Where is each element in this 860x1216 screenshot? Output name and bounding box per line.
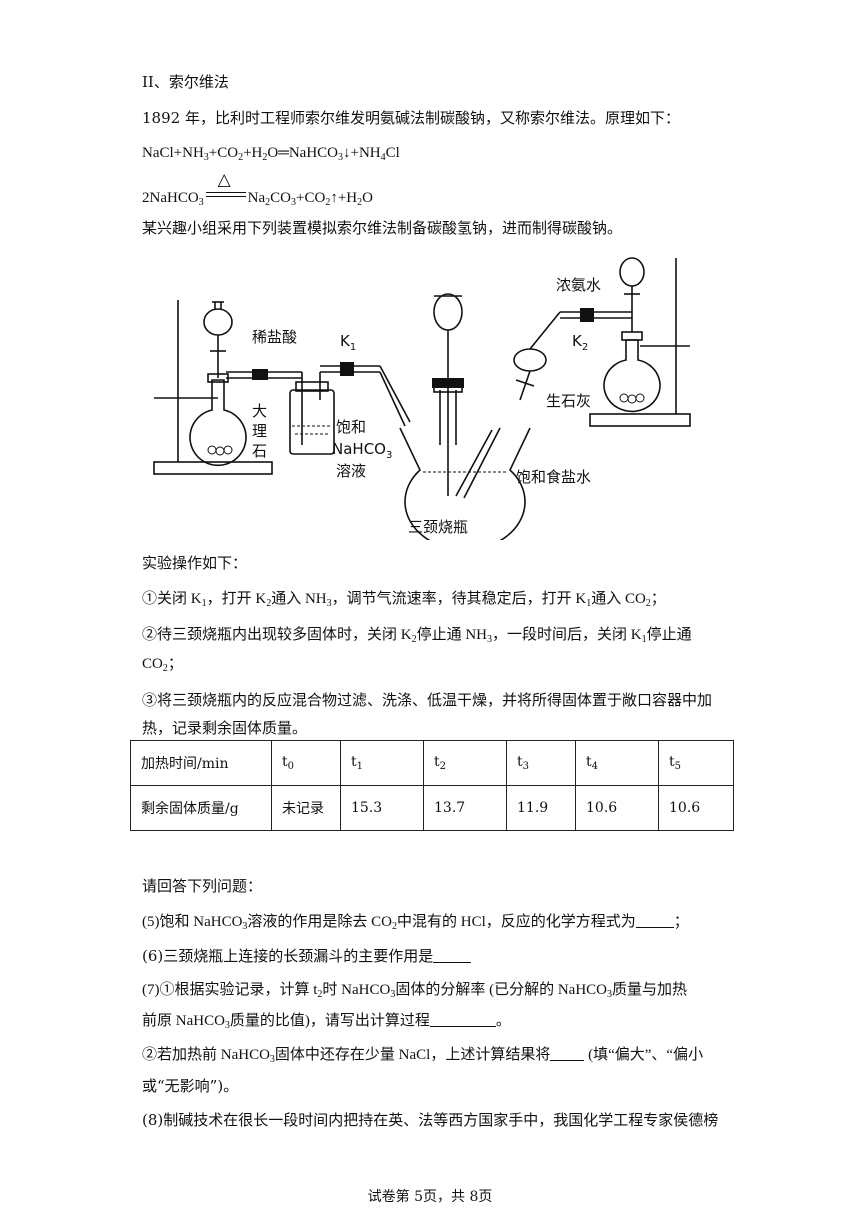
answer-blank[interactable] <box>429 1012 496 1027</box>
k1-clamp <box>340 362 354 376</box>
left-flask <box>189 379 247 467</box>
operation-3-cont: 热，记录剩余固体质量。 <box>142 719 308 737</box>
label-marble-1: 大 <box>252 402 267 420</box>
right-stand-base <box>589 413 691 427</box>
label-dilute-hcl: 稀盐酸 <box>252 328 297 346</box>
table-cell: t4 <box>575 740 659 786</box>
question-5: (5)饱和 NaHCO3溶液的作用是除去 CO2中混有的 HCl，反应的化学方程… <box>142 913 689 932</box>
table-cell: t5 <box>658 740 734 786</box>
question-6: (6)三颈烧瓶上连接的长颈漏斗的主要作用是 <box>142 946 472 966</box>
operation-3: ③将三颈烧瓶内的反应混合物过滤、洗涤、低温干燥，并将所得固体置于敞口容器中加 <box>142 691 713 709</box>
table-header-cell: 剩余固体质量/g <box>130 785 272 831</box>
question-7b: 前原 NaHCO3质量的比值)，请写出计算过程。 <box>142 1012 511 1031</box>
long-neck-funnel <box>433 293 463 331</box>
table-cell: t0 <box>271 740 341 786</box>
marble-pieces <box>207 445 217 455</box>
answer-blank[interactable] <box>550 1046 585 1061</box>
label-conc-ammonia: 浓氨水 <box>556 276 601 294</box>
left-sep-funnel <box>203 308 233 336</box>
heat-condition: △ <box>217 170 231 189</box>
label-nahco3: NaHCO3 <box>332 440 392 461</box>
question-8: (8)制碱技术在很长一段时间内把持在英、法等西方国家手中，我国化学工程专家侯德榜 <box>142 1111 719 1129</box>
question-7c: ②若加热前 NaHCO3固体中还存在少量 NaCl，上述计算结果将 (填“偏大”… <box>142 1046 704 1065</box>
table-cell: t2 <box>423 740 507 786</box>
answer-blank[interactable] <box>635 913 674 928</box>
group-text: 某兴趣小组采用下列装置模拟索尔维法制备碳酸氢钠，进而制得碳酸钠。 <box>142 219 623 237</box>
operation-1: ①关闭 K1，打开 K2通入 NH3，调节气流速率，待其稳定后，打开 K1通入 … <box>142 591 666 609</box>
table-cell: t3 <box>506 740 576 786</box>
wash-bottle <box>289 389 335 455</box>
tube-clamp-left <box>252 369 268 380</box>
label-solution: 溶液 <box>336 462 366 480</box>
label-three-neck: 三颈烧瓶 <box>408 518 468 536</box>
ammonia-funnel <box>619 257 645 287</box>
table-cell: 15.3 <box>340 785 424 831</box>
label-marble-3: 石 <box>252 442 267 460</box>
table-row: 剩余固体质量/g 未记录 15.3 13.7 11.9 10.6 10.6 <box>130 785 734 831</box>
questions-title: 请回答下列问题： <box>142 877 263 895</box>
label-saturated: 饱和 <box>336 418 366 436</box>
label-k2: K2 <box>572 332 588 353</box>
section-title: II、索尔维法 <box>142 73 229 91</box>
right-flask <box>603 339 661 413</box>
label-brine: 饱和食盐水 <box>516 468 591 486</box>
label-quicklime: 生石灰 <box>546 392 591 410</box>
operation-2: ②待三颈烧瓶内出现较多固体时，关闭 K2停止通 NH3，一段时间后，关闭 K1停… <box>142 627 692 645</box>
table-header-cell: 加热时间/min <box>130 740 272 786</box>
quicklime-pieces <box>619 393 629 403</box>
apparatus-diagram: 稀盐酸 大 理 石 K1 饱和 NaHCO3 溶液 三颈烧瓶 饱和食盐水 浓氨水… <box>153 257 691 540</box>
question-7a: (7)①根据实验记录，计算 t2时 NaHCO3固体的分解率 (已分解的 NaH… <box>142 982 688 1000</box>
label-marble-2: 理 <box>252 422 267 440</box>
table-row: 加热时间/min t0 t1 t2 t3 t4 t5 <box>130 740 734 786</box>
equation-1: NaCl+NH3+CO2+H2O═NaHCO3↓+NH4Cl <box>142 145 400 163</box>
ops-title: 实验操作如下： <box>142 554 248 572</box>
data-table: 加热时间/min t0 t1 t2 t3 t4 t5 剩余固体质量/g 未记录 … <box>130 740 734 831</box>
left-stand-base <box>153 461 273 475</box>
intro-text: 1892 年，比利时工程师索尔维发明氨碱法制碳酸钠，又称索尔维法。原理如下： <box>142 109 680 127</box>
table-cell: 11.9 <box>506 785 576 831</box>
table-cell: t1 <box>340 740 424 786</box>
k2-clamp <box>580 308 594 322</box>
right-sep-funnel <box>513 348 547 372</box>
flask-stopper-middle <box>432 378 464 388</box>
three-neck-flask <box>399 427 531 540</box>
table-cell: 未记录 <box>271 785 341 831</box>
table-cell: 10.6 <box>658 785 734 831</box>
question-7d: 或“无影响”)。 <box>142 1077 239 1095</box>
table-cell: 10.6 <box>575 785 659 831</box>
page-footer: 试卷第 5页，共 8页 <box>367 1189 493 1205</box>
table-cell: 13.7 <box>423 785 507 831</box>
label-k1: K1 <box>340 332 356 353</box>
answer-blank[interactable] <box>433 948 472 963</box>
equation-2: 2NaHCO3 △ Na2CO3+CO2↑+H2O <box>142 170 373 208</box>
operation-2-cont: CO2； <box>142 656 183 674</box>
